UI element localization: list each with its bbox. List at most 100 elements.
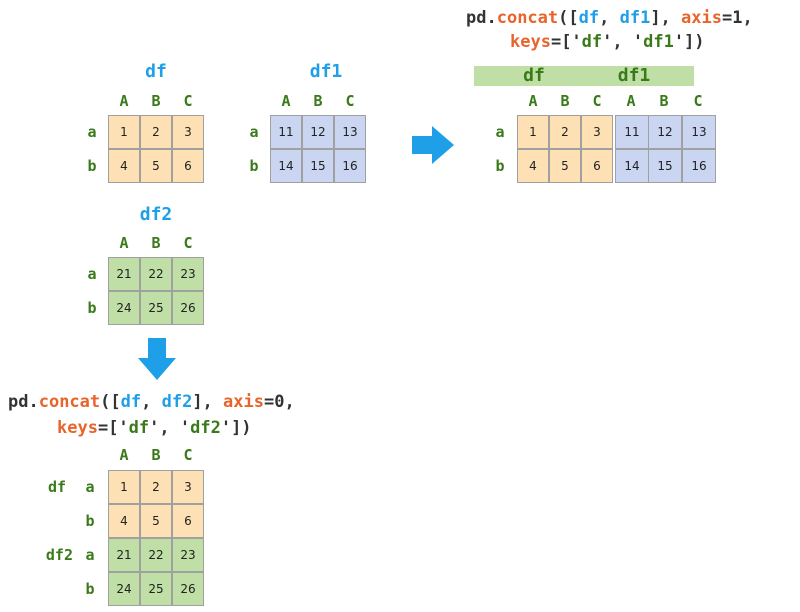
code-axis1-line1: pd.concat([df, df1], axis=1, bbox=[466, 6, 753, 30]
result-axis1-cell: 15 bbox=[648, 149, 682, 183]
df2-cell: 21 bbox=[108, 257, 140, 291]
result-axis1-col-header: B bbox=[659, 92, 669, 110]
result-axis0-row-label: a bbox=[85, 478, 95, 496]
result-axis0-cell: 21 bbox=[108, 538, 140, 572]
df1-row-label: a bbox=[249, 123, 259, 141]
code-text: ([ bbox=[100, 392, 121, 412]
code-axis0-line1: pd.concat([df, df2], axis=0, bbox=[8, 390, 295, 414]
df2-cell: 25 bbox=[140, 291, 172, 325]
df-cell: 3 bbox=[172, 115, 204, 149]
result-axis1-cell: 12 bbox=[648, 115, 682, 149]
code-text: pd. bbox=[8, 392, 39, 412]
code-text: =[' bbox=[97, 418, 129, 438]
code-keyword: axis bbox=[223, 392, 264, 412]
code-string: df2 bbox=[190, 418, 221, 438]
result-axis0-cell: 6 bbox=[172, 504, 204, 538]
code-text: =[' bbox=[550, 32, 582, 52]
result-axis1-row-label: b bbox=[495, 157, 505, 175]
df2-title: df2 bbox=[139, 204, 173, 225]
df1-cell: 13 bbox=[334, 115, 366, 149]
df1-cell: 11 bbox=[270, 115, 302, 149]
result-axis0-row-label: b bbox=[85, 512, 95, 530]
df1-col-header: A bbox=[281, 92, 291, 110]
code-variable: df1 bbox=[619, 8, 651, 28]
df-col-header: C bbox=[183, 92, 193, 110]
down-arrow-icon bbox=[138, 338, 176, 380]
df-cell: 1 bbox=[108, 115, 140, 149]
df1-cell: 14 bbox=[270, 149, 302, 183]
result-axis0-col-header: C bbox=[183, 446, 193, 464]
df2-col-header: C bbox=[183, 234, 193, 252]
result-axis0-cell: 26 bbox=[172, 572, 204, 606]
result-axis0-col-header: A bbox=[119, 446, 129, 464]
result-axis1-cell: 6 bbox=[581, 149, 613, 183]
result-axis1-col-header: A bbox=[626, 92, 636, 110]
df1-cell: 15 bbox=[302, 149, 334, 183]
result-axis1-col-header: C bbox=[693, 92, 703, 110]
result-axis1-cell: 13 bbox=[682, 115, 716, 149]
code-text: pd. bbox=[466, 8, 497, 28]
result-axis1-col-header: C bbox=[592, 92, 602, 110]
code-axis1-line2: keys=['df', 'df1']) bbox=[510, 30, 705, 54]
code-text: ], bbox=[650, 8, 682, 28]
result-axis0-cell: 25 bbox=[140, 572, 172, 606]
df1-cell: 12 bbox=[302, 115, 334, 149]
result-axis0-cell: 1 bbox=[108, 470, 140, 504]
result-axis1-key: df1 bbox=[574, 66, 694, 86]
result-axis1-cell: 1 bbox=[517, 115, 549, 149]
code-variable: df bbox=[578, 8, 600, 28]
df2-row-label: b bbox=[87, 299, 97, 317]
code-variable: df2 bbox=[161, 392, 193, 412]
result-axis1-cell: 14 bbox=[615, 149, 649, 183]
result-axis1-cell: 5 bbox=[549, 149, 581, 183]
result-axis0-cell: 24 bbox=[108, 572, 140, 606]
result-axis1-col-header: A bbox=[528, 92, 538, 110]
df-cell: 2 bbox=[140, 115, 172, 149]
df1-col-header: B bbox=[313, 92, 323, 110]
df-cell: 6 bbox=[172, 149, 204, 183]
code-variable: df bbox=[120, 392, 142, 412]
df1-cell: 16 bbox=[334, 149, 366, 183]
df2-cell: 22 bbox=[140, 257, 172, 291]
code-function: concat bbox=[38, 392, 101, 412]
result-axis1-col-header: B bbox=[560, 92, 570, 110]
df-row-label: b bbox=[87, 157, 97, 175]
result-axis1-row-label: a bbox=[495, 123, 505, 141]
code-keyword: keys bbox=[57, 418, 98, 438]
result-axis0-row-label: a bbox=[85, 546, 95, 564]
code-text: , bbox=[599, 8, 620, 28]
result-axis0-cell: 22 bbox=[140, 538, 172, 572]
result-axis0-key: df bbox=[47, 478, 66, 496]
result-axis0-cell: 4 bbox=[108, 504, 140, 538]
result-axis0-cell: 23 bbox=[172, 538, 204, 572]
result-axis1-cell: 2 bbox=[549, 115, 581, 149]
df-col-header: A bbox=[119, 92, 129, 110]
df2-col-header: A bbox=[119, 234, 129, 252]
code-text: =0, bbox=[263, 392, 295, 412]
df-cell: 4 bbox=[108, 149, 140, 183]
result-axis0-cell: 2 bbox=[140, 470, 172, 504]
code-text: ', ' bbox=[149, 418, 191, 438]
code-string: df1 bbox=[643, 32, 674, 52]
right-arrow-icon bbox=[412, 126, 454, 164]
code-string: df bbox=[581, 32, 603, 52]
code-text: , bbox=[141, 392, 162, 412]
code-text: ']) bbox=[220, 418, 252, 438]
code-text: ', ' bbox=[602, 32, 644, 52]
df-cell: 5 bbox=[140, 149, 172, 183]
result-axis1-cell: 11 bbox=[615, 115, 649, 149]
code-text: ([ bbox=[558, 8, 579, 28]
result-axis0-cell: 5 bbox=[140, 504, 172, 538]
result-axis1-key: df bbox=[474, 66, 594, 86]
df2-cell: 26 bbox=[172, 291, 204, 325]
code-function: concat bbox=[496, 8, 559, 28]
result-axis0-key: df2 bbox=[45, 546, 73, 564]
result-axis1-cell: 16 bbox=[682, 149, 716, 183]
df-col-header: B bbox=[151, 92, 161, 110]
df2-col-header: B bbox=[151, 234, 161, 252]
df1-title: df1 bbox=[309, 61, 343, 82]
df2-cell: 24 bbox=[108, 291, 140, 325]
df1-col-header: C bbox=[345, 92, 355, 110]
code-text: ], bbox=[192, 392, 224, 412]
code-keyword: axis bbox=[681, 8, 722, 28]
